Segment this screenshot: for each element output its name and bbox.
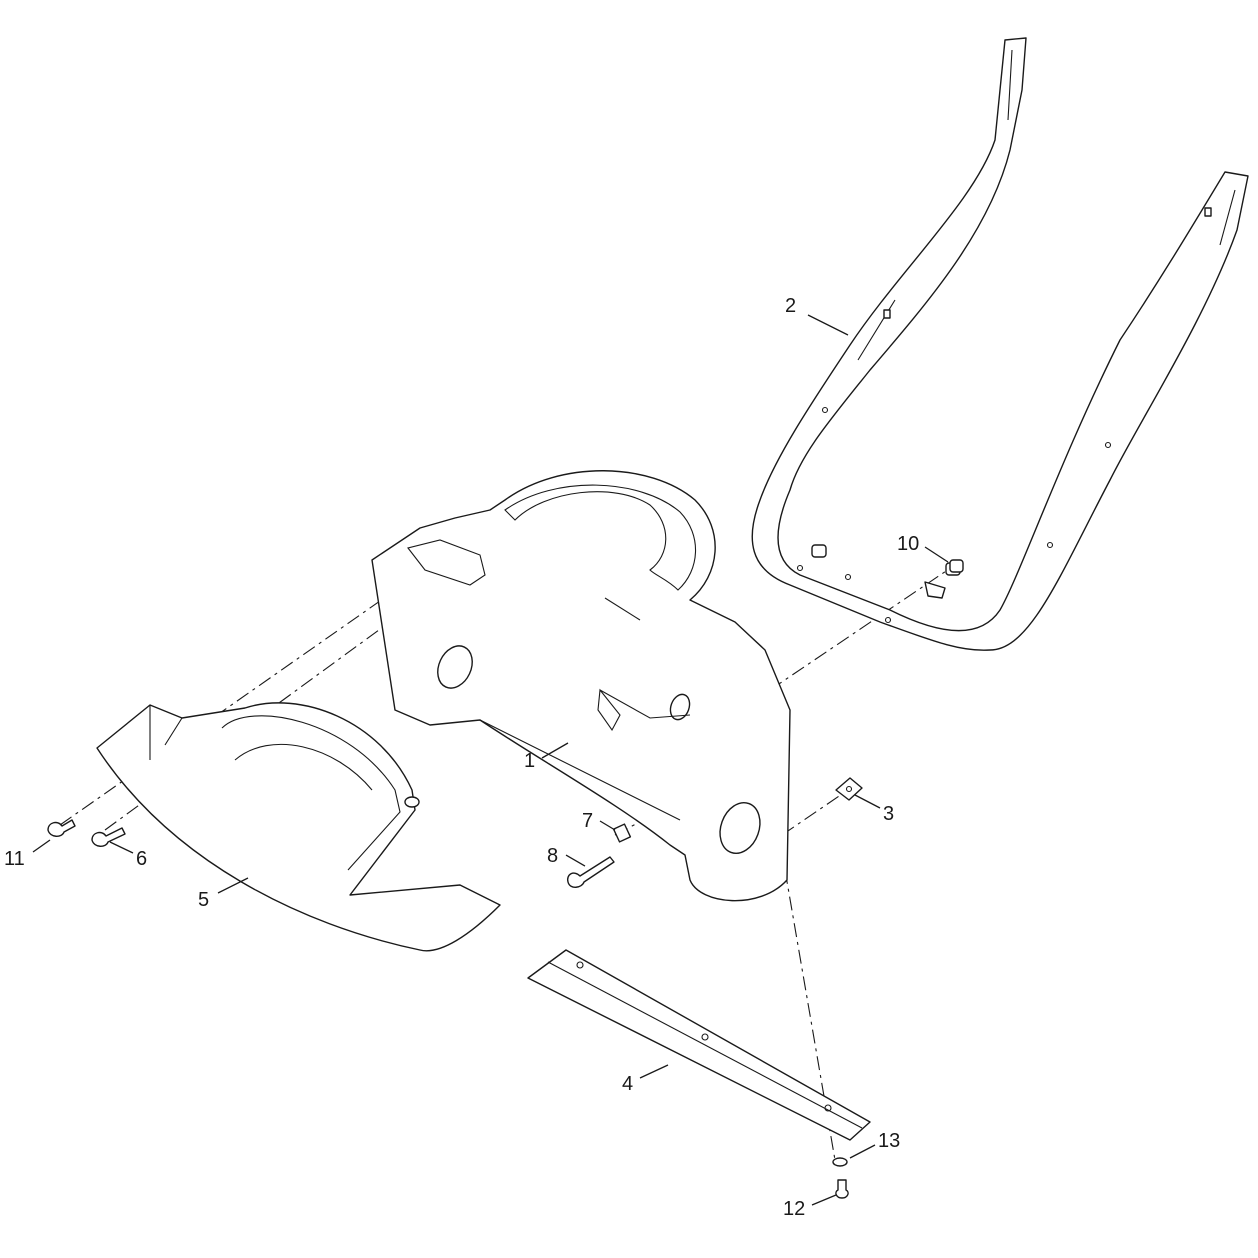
callout-labels: 2 1 3 4 5 6 7 8 10 11 12 13 (4, 295, 919, 1220)
callout-1-label-2: 2 (785, 295, 796, 317)
callout-label-11: 11 (4, 848, 25, 870)
bolt-11-part (47, 819, 76, 837)
handle-part (751, 37, 1249, 651)
callout-label-1: 1 (524, 750, 535, 772)
leader-lines (32, 314, 949, 1206)
bolt-6-part (91, 827, 126, 847)
callout-label-7: 7 (582, 810, 593, 832)
screw-part (835, 1179, 849, 1199)
callout-label-12: 12 (783, 1198, 805, 1220)
callout-label-8: 8 (547, 845, 558, 867)
hardware-parts (47, 559, 964, 1199)
callout-label-10: 10 (897, 533, 919, 555)
carriage-bolt-part (566, 856, 615, 888)
callout-label-6: 6 (136, 848, 147, 870)
callout-label-5: 5 (198, 889, 209, 911)
front-shield-part (96, 702, 501, 952)
callout-label-4: 4 (622, 1073, 633, 1095)
washer-part (832, 1157, 848, 1167)
square-washer-part (612, 823, 632, 843)
nut-plate-part (835, 777, 863, 801)
housing-part (371, 470, 791, 902)
flange-nut-part (949, 559, 964, 573)
angle-bar-part (527, 949, 871, 1141)
callout-label-13: 13 (878, 1130, 900, 1152)
callout-label-3: 3 (883, 803, 894, 825)
